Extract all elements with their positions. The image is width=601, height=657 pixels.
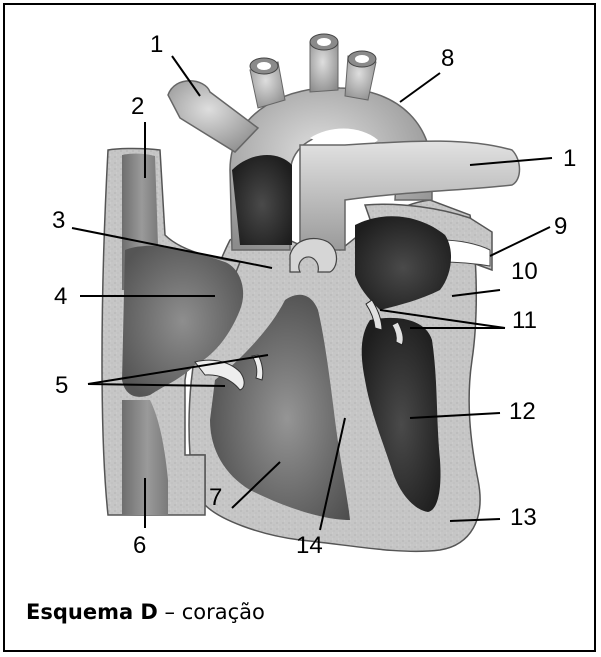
- ascending-aorta-lumen: [232, 155, 292, 245]
- label-4: 4: [54, 283, 67, 310]
- label-12: 12: [509, 398, 536, 425]
- label-8: 8: [441, 45, 454, 72]
- label-9: 9: [554, 213, 567, 240]
- label-13: 13: [510, 504, 537, 531]
- pulmonary-artery-left-branch: [168, 81, 258, 152]
- label-3: 3: [52, 207, 65, 234]
- label-5: 5: [55, 372, 68, 399]
- label-6: 6: [133, 532, 146, 559]
- caption-title: Esquema D: [26, 600, 158, 624]
- figure-caption: Esquema D – coração: [26, 600, 265, 624]
- caption-subtitle: – coração: [158, 600, 265, 624]
- label-1-right: 1: [563, 145, 576, 172]
- label-14: 14: [296, 532, 323, 559]
- label-7: 7: [209, 484, 222, 511]
- label-10: 10: [511, 258, 538, 285]
- label-11: 11: [512, 307, 537, 334]
- label-2: 2: [131, 93, 144, 120]
- label-1-top: 1: [150, 31, 163, 58]
